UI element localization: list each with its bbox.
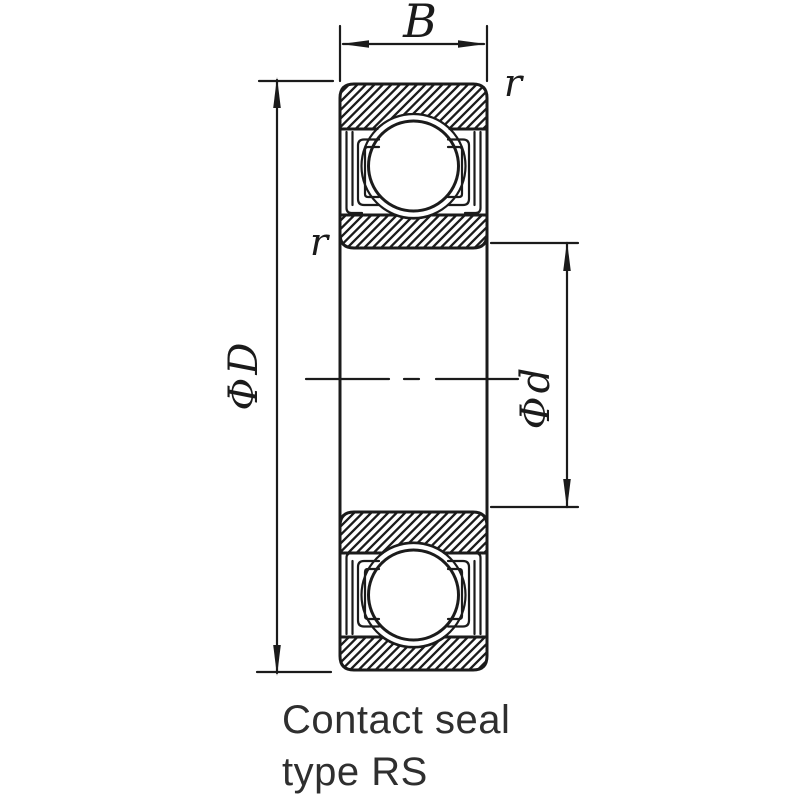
top-inner-ring-hatched [338, 213, 489, 250]
dim-label-width: B [403, 0, 437, 48]
b-extension-lines [338, 24, 489, 83]
caption: Contact seal type RS [282, 694, 510, 798]
caption-line-1: Contact seal [282, 698, 511, 742]
dimension-outer-diameter [255, 77, 335, 676]
d-small-arrow-down [563, 479, 571, 509]
radius-label-top-right: r [503, 61, 523, 105]
d-big-arrow-up [273, 77, 281, 108]
top-bearing-section [338, 82, 489, 250]
caption-line-2: type RS [282, 750, 428, 794]
radius-label-left: r [309, 220, 329, 264]
b-arrow-left [341, 40, 369, 48]
bottom-ball [367, 548, 460, 642]
top-ball [367, 119, 460, 213]
d-small-arrow-up [563, 241, 571, 271]
d-big-arrow-down [273, 645, 281, 676]
bottom-bearing-section [338, 510, 489, 672]
dimension-bore-diameter [489, 241, 580, 509]
top-shoulder-lines [338, 127, 489, 217]
d-big-extension-lines [255, 79, 335, 674]
b-arrow-right [458, 40, 486, 48]
dimension-width-B [338, 24, 489, 83]
bore-face-lines [338, 127, 489, 639]
dim-label-outer-diameter: ΦD [221, 339, 267, 411]
dim-label-bore-diameter: Φd [513, 364, 559, 430]
d-small-extension-lines [489, 241, 580, 509]
